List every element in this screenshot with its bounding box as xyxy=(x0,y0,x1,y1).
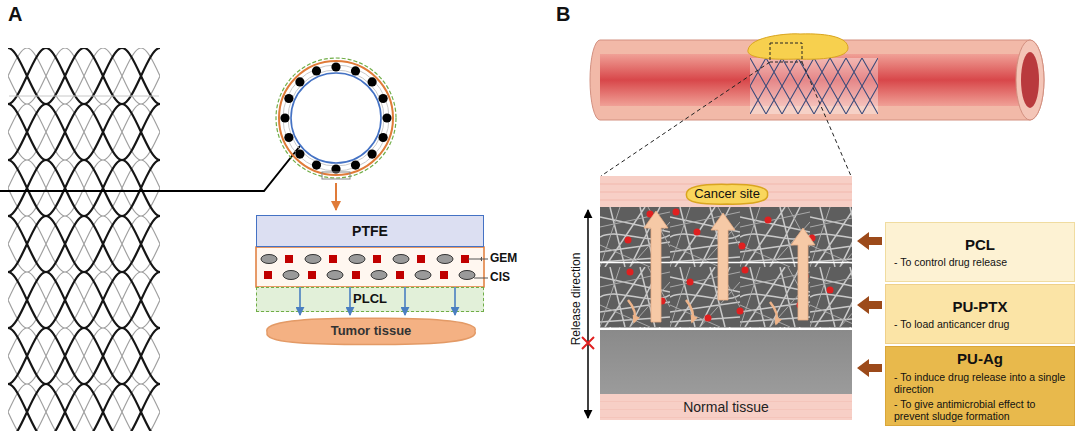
shape-node: Cancer site xyxy=(683,182,771,206)
annotation-label: CIS xyxy=(490,270,510,284)
layer-box: PU-Ag - To induce drug release into a sin… xyxy=(885,346,1075,426)
leader-line xyxy=(468,259,488,260)
zoom-arrow xyxy=(335,183,337,210)
pu-ag-layer xyxy=(600,330,852,394)
node-title: PU-Ag xyxy=(957,350,1003,367)
node-title: PTFE xyxy=(352,223,388,239)
node-description: - To load anticancer drug xyxy=(894,318,1066,330)
node-title: PLCL xyxy=(353,292,387,307)
stent-mesh xyxy=(8,48,160,431)
layer-box: PU-PTX - To load anticancer drug xyxy=(885,284,1075,344)
node-description: - To control drug release xyxy=(894,256,1066,268)
shape-node: Tumor tissue xyxy=(258,315,484,347)
node-description: - To give antimicrobial effect to preven… xyxy=(894,398,1066,422)
node-title: PU-PTX xyxy=(952,298,1007,315)
leader-line xyxy=(474,278,488,279)
blob-shape xyxy=(686,184,767,204)
node-title: Tumor tissue xyxy=(331,324,412,339)
panel-letter: B xyxy=(556,3,570,26)
stent-cross-section xyxy=(276,58,396,179)
drug-particles xyxy=(258,249,482,286)
node-title: Normal tissue xyxy=(683,399,769,415)
release-arrows xyxy=(644,211,815,322)
blob-shape xyxy=(267,318,476,344)
tissue-band xyxy=(600,176,852,207)
leader-line xyxy=(0,146,300,191)
drug-layer xyxy=(256,247,484,287)
annotation-label: GEM xyxy=(490,251,517,265)
node-title: Cancer site xyxy=(694,187,760,202)
leak-arrows xyxy=(628,300,777,324)
block-mark xyxy=(582,337,594,349)
node-description: - To induce drug release into a single d… xyxy=(894,371,1066,395)
annotation-label: Release direction xyxy=(569,204,583,394)
drug-dots xyxy=(625,209,834,322)
pointer-arrows xyxy=(857,232,882,377)
node-title: PCL xyxy=(965,236,995,253)
tumor-on-vessel xyxy=(748,34,848,59)
layer-box: PCL - To control drug release xyxy=(885,222,1075,282)
layer-box: Normal tissue xyxy=(600,394,852,420)
layer-box: PLCL xyxy=(256,287,484,312)
layer-box: PTFE xyxy=(256,215,484,247)
zoom-line xyxy=(601,62,770,176)
direction-arrow xyxy=(587,210,589,418)
panel-letter: A xyxy=(8,3,22,26)
layer-border xyxy=(600,328,852,330)
zoom-line xyxy=(802,62,851,176)
vessel-stent xyxy=(750,58,878,114)
zoom-box xyxy=(770,43,802,62)
